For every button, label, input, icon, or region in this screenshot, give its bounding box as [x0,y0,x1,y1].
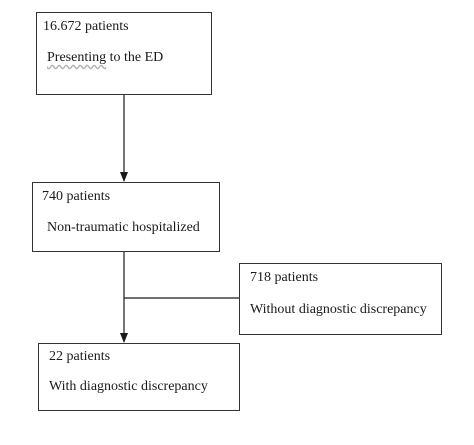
hospitalized-description: Non-traumatic hospitalized [47,220,200,235]
discrepancy-description: With diagnostic discrepancy [49,379,208,394]
no-discrepancy-patient-count: 718 patients [250,270,319,285]
discrepancy-patient-count: 22 patients [49,349,111,364]
no-discrepancy-box: 718 patients Without diagnostic discrepa… [239,263,442,335]
ed-description-underlined: Presenting [47,50,107,65]
ed-presenting-box: 16.672 patients Presenting to the ED [36,12,212,95]
ed-description-rest: to the ED [106,50,164,65]
discrepancy-box: 22 patients With diagnostic discrepancy [38,343,240,411]
ed-description: Presenting to the ED [47,50,163,66]
no-discrepancy-description: Without diagnostic discrepancy [250,302,427,317]
hospitalized-patient-count: 740 patients [42,189,111,204]
ed-patient-count: 16.672 patients [43,19,129,34]
hospitalized-box: 740 patients Non-traumatic hospitalized [32,182,220,252]
